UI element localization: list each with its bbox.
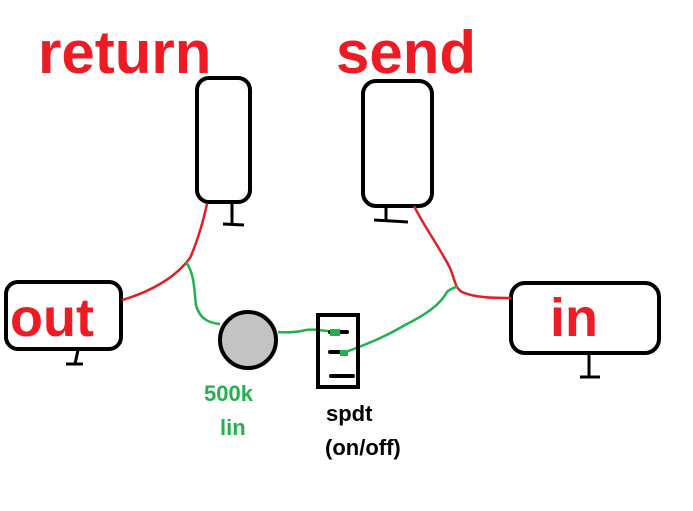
wire-junction-to-pot [184, 261, 221, 326]
switch-mode-label: (on/off) [325, 435, 401, 460]
in-jack: in [509, 281, 661, 379]
return-jack-ground-icon [222, 204, 245, 227]
send-jack [361, 79, 434, 224]
pot-knob [218, 310, 278, 370]
wire-return-to-out [121, 203, 209, 302]
out-jack-body [4, 280, 123, 351]
out-jack: out [4, 280, 123, 366]
pot-taper-label: lin [220, 415, 246, 440]
return-jack [195, 76, 252, 227]
send-jack-body [361, 79, 434, 208]
spdt-switch: spdt (on/off) [316, 313, 401, 460]
wire-pot-to-switch [277, 328, 334, 334]
send-label: send [336, 19, 476, 86]
out-label: out [10, 288, 94, 348]
wire-switch-to-junction [342, 284, 459, 355]
switch-type-label: spdt [326, 401, 373, 426]
return-label: return [38, 19, 211, 86]
in-label: in [550, 288, 598, 348]
switch-solder-1 [330, 329, 340, 336]
out-jack-ground-icon [66, 349, 83, 366]
switch-body [316, 313, 360, 389]
return-jack-body [195, 76, 252, 204]
pot-value-label: 500k [204, 381, 254, 406]
switch-solder-2 [340, 350, 348, 356]
in-jack-body [509, 281, 661, 355]
in-jack-ground-icon [580, 355, 600, 379]
potentiometer: 500k lin [204, 310, 278, 440]
wire-send-to-in [412, 205, 512, 300]
send-jack-ground-icon [373, 208, 409, 224]
